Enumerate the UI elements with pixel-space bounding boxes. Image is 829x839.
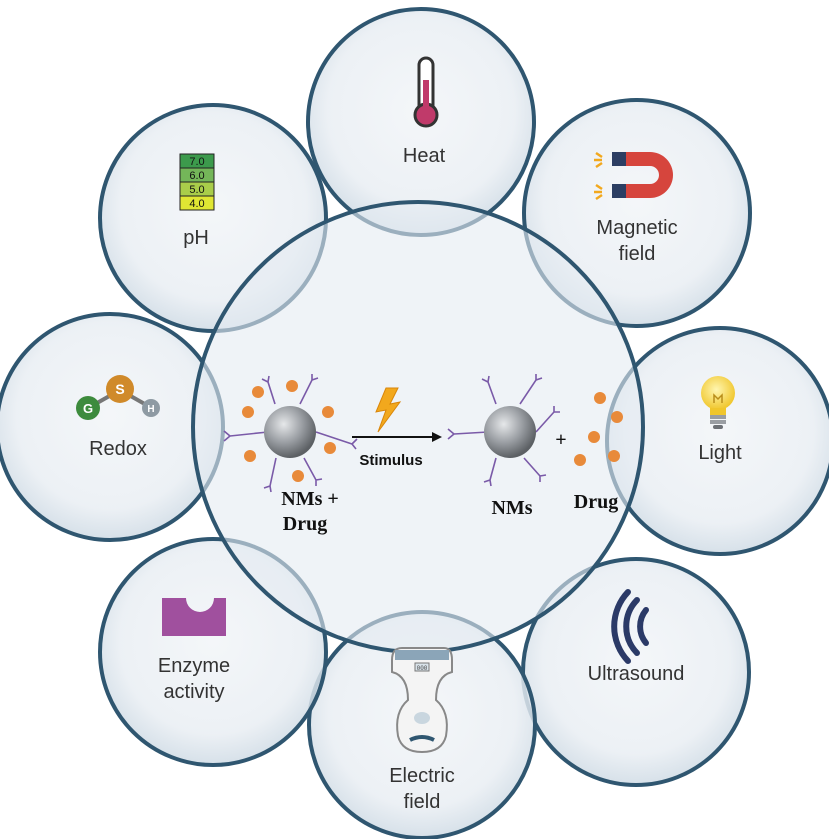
bubble-redox [0, 312, 225, 542]
redox-label: Redox [89, 438, 147, 460]
atom-s [106, 375, 134, 403]
stimulus-arrow [352, 432, 442, 442]
nms-drug-label-line1: NMs + [281, 488, 339, 510]
drug-dots [242, 380, 336, 482]
center-bubble [191, 200, 645, 654]
free-drug-dots [574, 392, 623, 466]
stimulus-label: Stimulus [359, 452, 422, 469]
atom-s-label: S [115, 381, 124, 397]
ph-value-2: 5.0 [189, 184, 204, 196]
redox-molecule-icon: G S H [76, 375, 160, 420]
atom-h-label: H [147, 404, 154, 415]
ultrasound-icon [611, 589, 649, 664]
nanoparticle-released [447, 374, 560, 487]
ultrasound-label: Ultrasound [588, 663, 685, 685]
drug-label: Drug [574, 491, 618, 513]
ph-scale-icon: 7.0 6.0 5.0 4.0 [179, 153, 215, 211]
nms-label: NMs [491, 497, 532, 519]
heat-label: Heat [403, 145, 446, 167]
enzyme-icon [162, 597, 226, 636]
magnetic-label-line1: Magnetic [596, 217, 677, 239]
nanoparticle-with-drug [223, 374, 358, 493]
enzyme-label-line2: activity [163, 681, 224, 703]
ph-value-0: 7.0 [189, 156, 204, 168]
device-display: 000 [417, 665, 428, 672]
light-label: Light [698, 442, 742, 464]
nanoparticle-sphere [264, 406, 316, 458]
lightning-bolt-icon [375, 387, 402, 433]
ph-value-3: 4.0 [189, 198, 204, 210]
released-sphere [484, 406, 536, 458]
ph-value-1: 6.0 [189, 170, 204, 182]
enzyme-label-line1: Enzyme [158, 655, 230, 677]
magnet-icon [594, 151, 673, 201]
electric-label-line2: field [404, 791, 441, 813]
ph-label: pH [183, 227, 209, 249]
ligands [223, 374, 358, 493]
electric-label-line1: Electric [389, 765, 455, 787]
nms-drug-label-line2: Drug [283, 513, 327, 535]
ligands-released [447, 374, 560, 487]
atom-g-label: G [83, 401, 93, 416]
atom-g [76, 396, 100, 420]
magnetic-label-line2: field [619, 243, 656, 265]
electric-device-icon: 000 [391, 647, 453, 754]
plus-sign: + [555, 429, 566, 451]
light-bulb-icon [701, 376, 735, 429]
atom-h [142, 399, 160, 417]
thermometer-icon [413, 56, 439, 128]
